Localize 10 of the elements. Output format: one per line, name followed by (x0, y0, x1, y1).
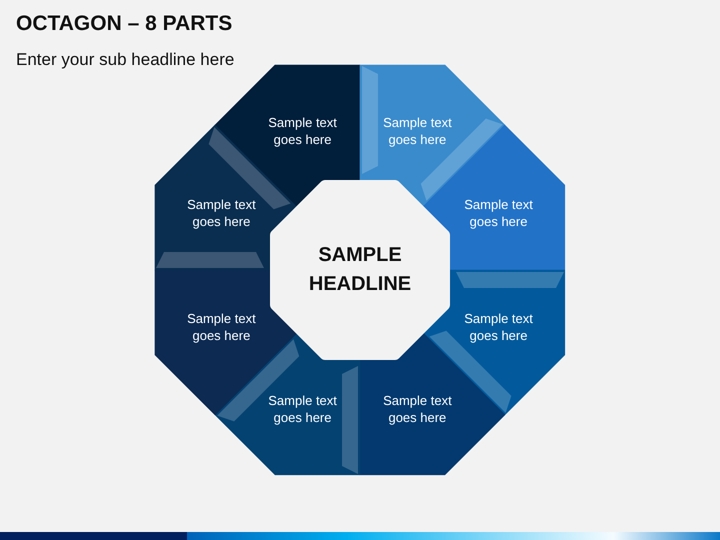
segment-text: Sample text goes here (267, 114, 338, 148)
segment-text: Sample text goes here (382, 392, 453, 426)
segment-text: Sample text goes here (463, 310, 534, 344)
segment-text: Sample text goes here (267, 392, 338, 426)
subtitle: Enter your sub headline here (16, 50, 234, 70)
title: OCTAGON – 8 PARTS (16, 12, 232, 36)
segment-text: Sample text goes here (186, 196, 257, 230)
segment-text: Sample text goes here (382, 114, 453, 148)
segment-text: Sample text goes here (186, 310, 257, 344)
segment-text: Sample text goes here (463, 196, 534, 230)
